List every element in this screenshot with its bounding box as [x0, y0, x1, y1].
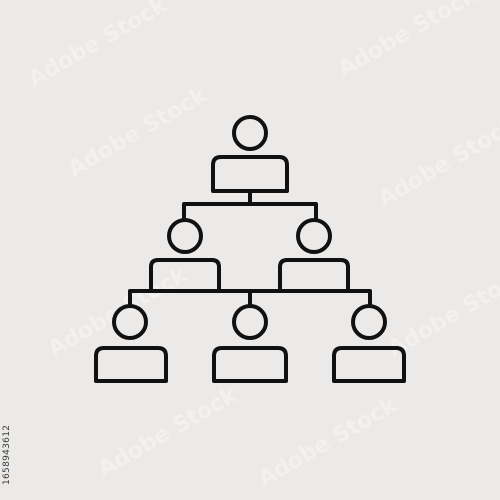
top-person-icon — [211, 115, 289, 193]
stock-id-label: 1658943612 — [2, 424, 12, 485]
bottom-left-person-icon — [94, 304, 168, 383]
middle-left-person-icon — [149, 218, 221, 293]
bottom-right-person-icon — [332, 304, 406, 383]
bottom-middle-person-icon — [212, 304, 288, 383]
connector-line — [128, 289, 372, 308]
middle-right-person-icon — [278, 218, 350, 293]
connector-line — [182, 189, 318, 222]
